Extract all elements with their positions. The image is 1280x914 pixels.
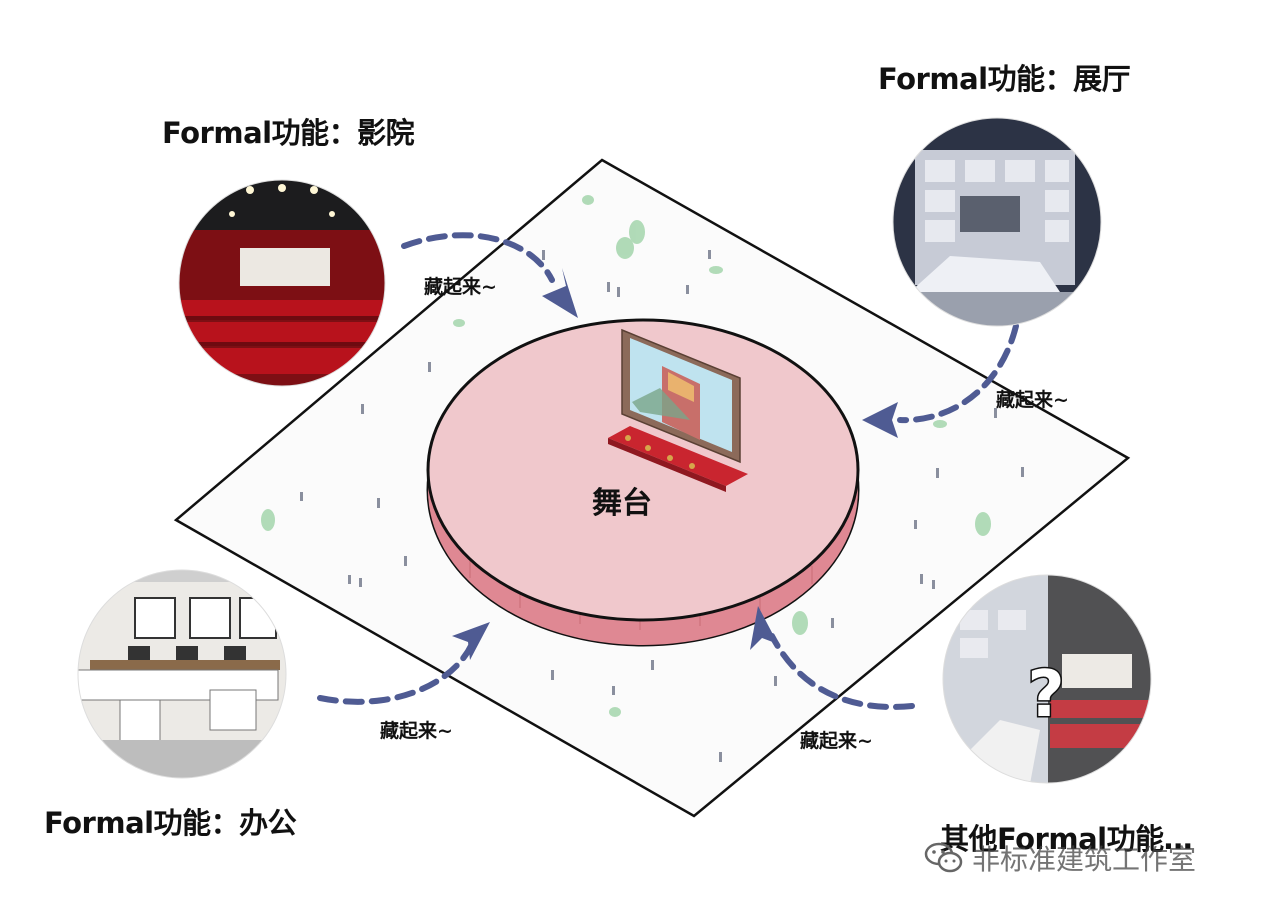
other-arrow-note: 藏起来~ <box>800 726 873 753</box>
gallery-label: Formal功能：展厅 <box>878 56 1130 98</box>
cinema-label: Formal功能：影院 <box>162 110 414 152</box>
cinema-arrow-note: 藏起来~ <box>424 272 497 299</box>
wechat-icon <box>924 841 964 875</box>
question-badge: ? <box>1027 658 1064 732</box>
mixed-photo: ? <box>942 574 1152 784</box>
watermark: 非标准建筑工作室 <box>924 838 1196 878</box>
office-arrow-note: 藏起来~ <box>380 716 453 743</box>
watermark-text: 非标准建筑工作室 <box>972 838 1196 878</box>
stage-label: 舞台 <box>592 478 652 522</box>
office-photo <box>76 560 288 780</box>
office-label: Formal功能：办公 <box>44 800 296 842</box>
gallery-photo <box>890 116 1105 332</box>
gallery-arrow-note: 藏起来~ <box>996 385 1069 412</box>
